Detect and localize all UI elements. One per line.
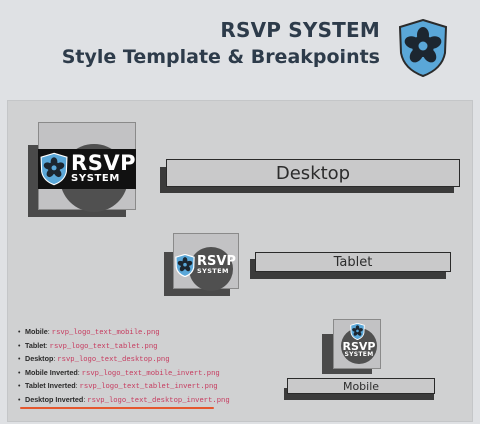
mobile-logo-word1: RSVP [342, 340, 376, 353]
logo-file-list: Mobile: rsvp_logo_text_mobile.png Tablet… [18, 326, 230, 408]
mobile-logo-shield-icon [350, 323, 365, 340]
mobile-logo: RSVP SYSTEM [340, 340, 378, 359]
page-title: RSVP SYSTEM [220, 18, 380, 42]
list-item: Tablet: rsvp_logo_text_tablet.png [18, 340, 230, 354]
desktop-logo: RSVP SYSTEM [38, 149, 136, 189]
tablet-logo-circle [189, 247, 233, 291]
desktop-logo-word2: SYSTEM [71, 173, 120, 185]
file-name: rsvp_logo_text_mobile.png [51, 329, 160, 337]
tablet-logo-word1: RSVP [197, 253, 236, 269]
mobile-label-bar: Mobile [287, 378, 435, 394]
list-item: Tablet Inverted: rsvp_logo_text_tablet_i… [18, 380, 230, 394]
desktop-label-bar: Desktop [166, 159, 460, 187]
tablet-logo: RSVP SYSTEM [174, 252, 238, 278]
file-name: rsvp_logo_text_tablet_invert.png [79, 383, 218, 392]
highlight-underline [20, 407, 214, 409]
file-name: rsvp_logo_text_desktop_invert.png [87, 396, 230, 405]
file-name: rsvp_logo_text_mobile_invert.png [81, 369, 220, 378]
tablet-logo-word2: SYSTEM [197, 267, 229, 276]
list-item: Mobile: rsvp_logo_text_mobile.png [18, 326, 230, 340]
list-item: Desktop: rsvp_logo_text_desktop.png [18, 353, 230, 367]
desktop-logo-word1: RSVP [71, 151, 136, 176]
list-item: Desktop Inverted: rsvp_logo_text_desktop… [18, 394, 230, 408]
file-name: rsvp_logo_text_tablet.png [49, 342, 158, 351]
tablet-label-bar: Tablet [255, 252, 451, 272]
desktop-logo-shield-icon [40, 152, 68, 186]
file-name: rsvp_logo_text_desktop.png [57, 356, 170, 365]
page-subtitle: Style Template & Breakpoints [61, 46, 380, 68]
shield-logo-icon [398, 19, 448, 77]
list-item: Mobile Inverted: rsvp_logo_text_mobile_i… [18, 367, 230, 381]
mobile-logo-word2: SYSTEM [344, 351, 374, 359]
tablet-logo-shield-icon [175, 253, 195, 277]
